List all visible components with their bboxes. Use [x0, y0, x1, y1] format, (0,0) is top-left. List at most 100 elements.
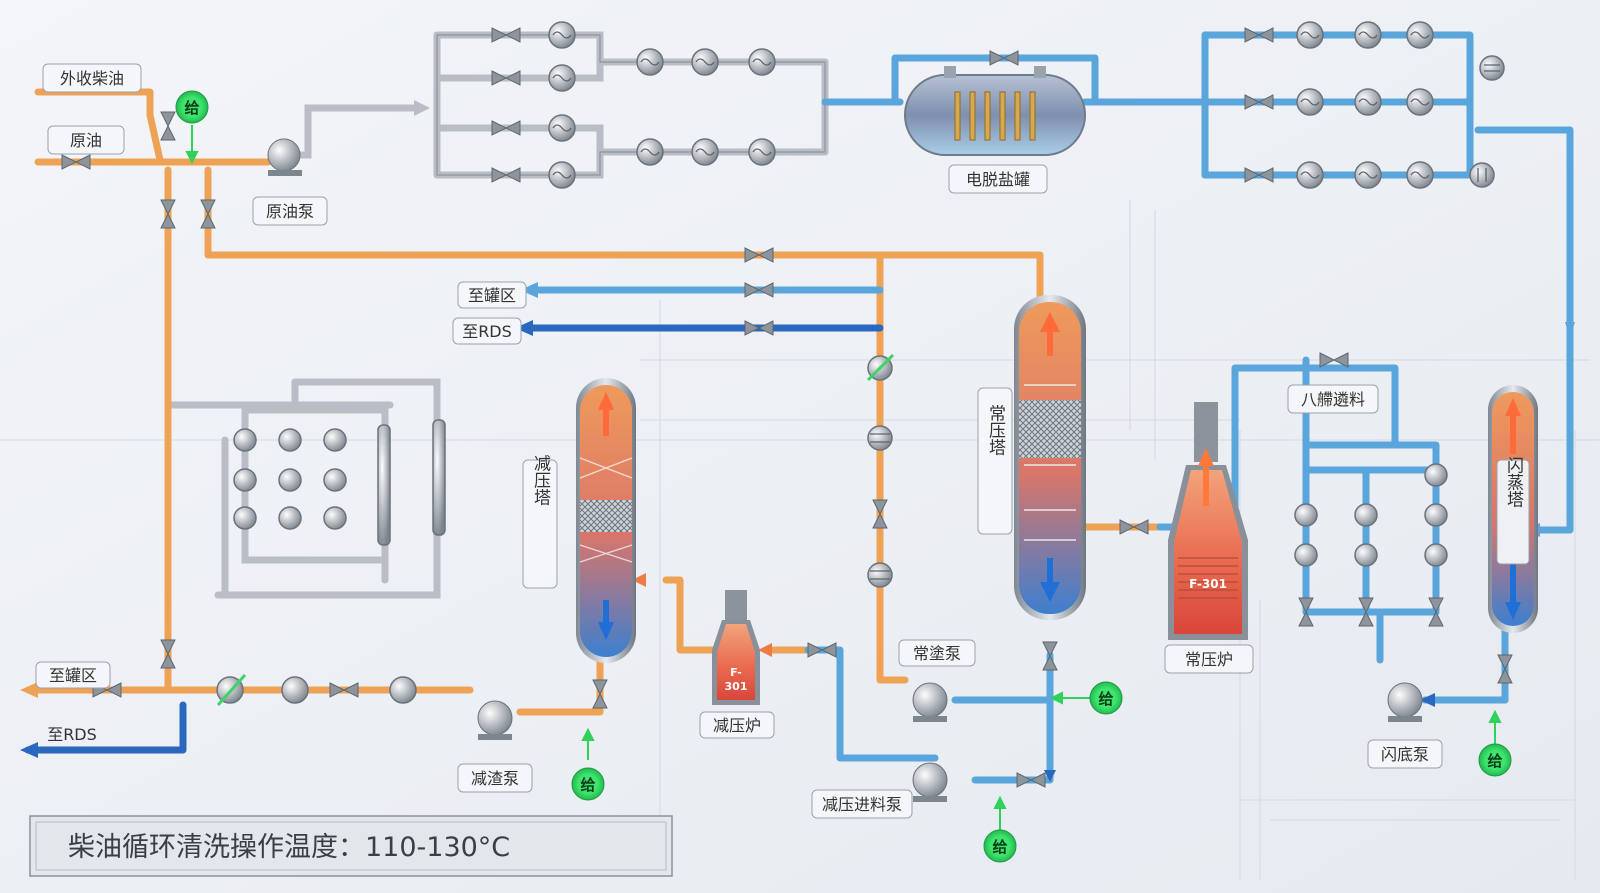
arrow-vac-furnace-in — [758, 643, 772, 657]
heat-exchanger — [1354, 543, 1378, 567]
crude-oil-label: 原油 — [70, 131, 102, 150]
heat-exchangers — [216, 21, 1505, 707]
filter-vessel — [432, 419, 446, 536]
valve[interactable] — [592, 679, 608, 709]
valve[interactable] — [989, 50, 1019, 66]
vacuum-furnace — [712, 590, 760, 705]
desalter-vessel — [904, 66, 1086, 156]
valve[interactable] — [872, 499, 888, 529]
valve[interactable] — [744, 320, 774, 336]
atmospheric-bottom-pump[interactable] — [912, 682, 948, 722]
valve[interactable] — [160, 639, 176, 669]
heat-exchanger — [1469, 162, 1495, 188]
give-badge-label: 给 — [580, 776, 595, 794]
crude-oil-label-box: 原油 — [47, 125, 125, 155]
arrow-vac-furnace-out — [632, 573, 646, 587]
heat-exchanger — [278, 428, 302, 452]
vac-feed-pump-label: 减压进料泵 — [822, 795, 902, 814]
heat-exchanger — [323, 468, 347, 492]
desalter-label: 电脱盐罐 — [966, 170, 1030, 189]
valve[interactable] — [1244, 94, 1274, 110]
valve[interactable] — [491, 120, 521, 136]
give-badge[interactable]: 给 — [175, 90, 209, 124]
flash-bottom-pump[interactable] — [1387, 682, 1423, 722]
arrow-vac-feed — [1044, 770, 1056, 782]
atm-pump-label-box: 常塗泵 — [898, 639, 976, 667]
atmospheric-tower — [1014, 295, 1086, 620]
give-badge[interactable]: 给 — [1089, 681, 1123, 715]
operating-temp-text: 柴油循环清洗操作温度：110-130°C — [68, 832, 510, 863]
right-exchanger-bank — [1294, 463, 1448, 567]
give-badge-label: 给 — [992, 838, 1007, 856]
vac-furnace-tag-1: F- — [730, 666, 742, 679]
to-tank-bottom-label-box: 至罐区 — [35, 661, 111, 689]
valve[interactable] — [1016, 772, 1046, 788]
vacuum-feed-pump[interactable] — [912, 762, 948, 802]
vac-furnace-tag-2: 301 — [725, 680, 748, 693]
valve[interactable] — [329, 682, 359, 698]
heat-exchanger — [233, 428, 257, 452]
crude-pump-label-box: 原油泵 — [252, 196, 328, 226]
valve[interactable] — [1428, 597, 1444, 627]
heat-exchanger — [867, 425, 893, 451]
valve[interactable] — [1298, 597, 1314, 627]
give-badge[interactable]: 给 — [1478, 743, 1512, 777]
valve[interactable] — [1244, 167, 1274, 183]
valve[interactable] — [61, 154, 91, 170]
vacuum-residue-pump[interactable] — [477, 700, 513, 740]
dark-blue-pipe-network — [24, 324, 884, 754]
heat-exchanger — [278, 468, 302, 492]
atm-furnace-tag: F-301 — [1189, 577, 1227, 591]
heat-exchanger — [1424, 543, 1448, 567]
valve[interactable] — [491, 70, 521, 86]
atmospheric-furnace — [1168, 402, 1248, 640]
atm-furnace-label: 常压炉 — [1185, 650, 1233, 669]
valve[interactable] — [160, 111, 176, 141]
arrow-to-rds-top — [515, 320, 533, 336]
valve[interactable] — [1119, 519, 1149, 535]
give-badge[interactable]: 给 — [983, 829, 1017, 863]
crude-pump[interactable] — [267, 138, 302, 176]
to-rds-bottom-label: 至RDS — [47, 725, 97, 744]
give-badge-label: 给 — [184, 99, 199, 117]
valve[interactable] — [744, 282, 774, 298]
atmospheric-tower-label: 常压塔 — [985, 404, 1006, 455]
heat-exchanger — [233, 506, 257, 530]
to-tank-top-label-box: 至罐区 — [457, 281, 527, 309]
heat-exchanger — [323, 506, 347, 530]
to-rds-top-label-box: 至RDS — [452, 317, 522, 345]
to-tank-top-label: 至罐区 — [468, 286, 516, 305]
arrow-gray-feed — [414, 100, 430, 116]
heat-exchanger — [1294, 503, 1318, 527]
filter-vessel — [377, 424, 391, 546]
valve[interactable] — [200, 199, 216, 229]
valve[interactable] — [1042, 641, 1058, 671]
valve[interactable] — [491, 27, 521, 43]
valve[interactable] — [1244, 27, 1274, 43]
flash-tower-label-box: 闪蒸塔 — [1496, 456, 1530, 565]
valve[interactable] — [807, 642, 837, 658]
vac-feed-pump-label-box: 减压进料泵 — [811, 789, 913, 819]
valve[interactable] — [160, 199, 176, 229]
crossover-label: 八艜遴料 — [1301, 390, 1365, 409]
atm-tower-label-box: 常压塔 — [977, 387, 1013, 535]
valve[interactable] — [1358, 597, 1374, 627]
valve[interactable] — [1497, 654, 1513, 684]
desalter-label-box: 电脱盐罐 — [948, 164, 1048, 194]
vacuum-tower-label-box: 减压塔 — [522, 454, 558, 589]
valves — [61, 27, 1513, 788]
crossover-label-box: 八艜遴料 — [1287, 384, 1379, 414]
heat-exchanger — [1354, 503, 1378, 527]
flash-tower-label: 闪蒸塔 — [1503, 456, 1524, 507]
valve[interactable] — [1319, 352, 1349, 368]
atm-furnace-label-box: 常压炉 — [1164, 644, 1254, 674]
valve[interactable] — [744, 247, 774, 263]
heat-exchanger — [1424, 463, 1448, 487]
crude-pump-label: 原油泵 — [266, 202, 314, 221]
left-exchanger-bank — [233, 419, 446, 546]
give-badge[interactable]: 给 — [571, 767, 605, 801]
to-tank-bottom-label: 至罐区 — [49, 666, 97, 685]
valve[interactable] — [491, 167, 521, 183]
give-badge-label: 给 — [1487, 752, 1502, 770]
arrow-to-rds-bottom — [20, 742, 38, 758]
